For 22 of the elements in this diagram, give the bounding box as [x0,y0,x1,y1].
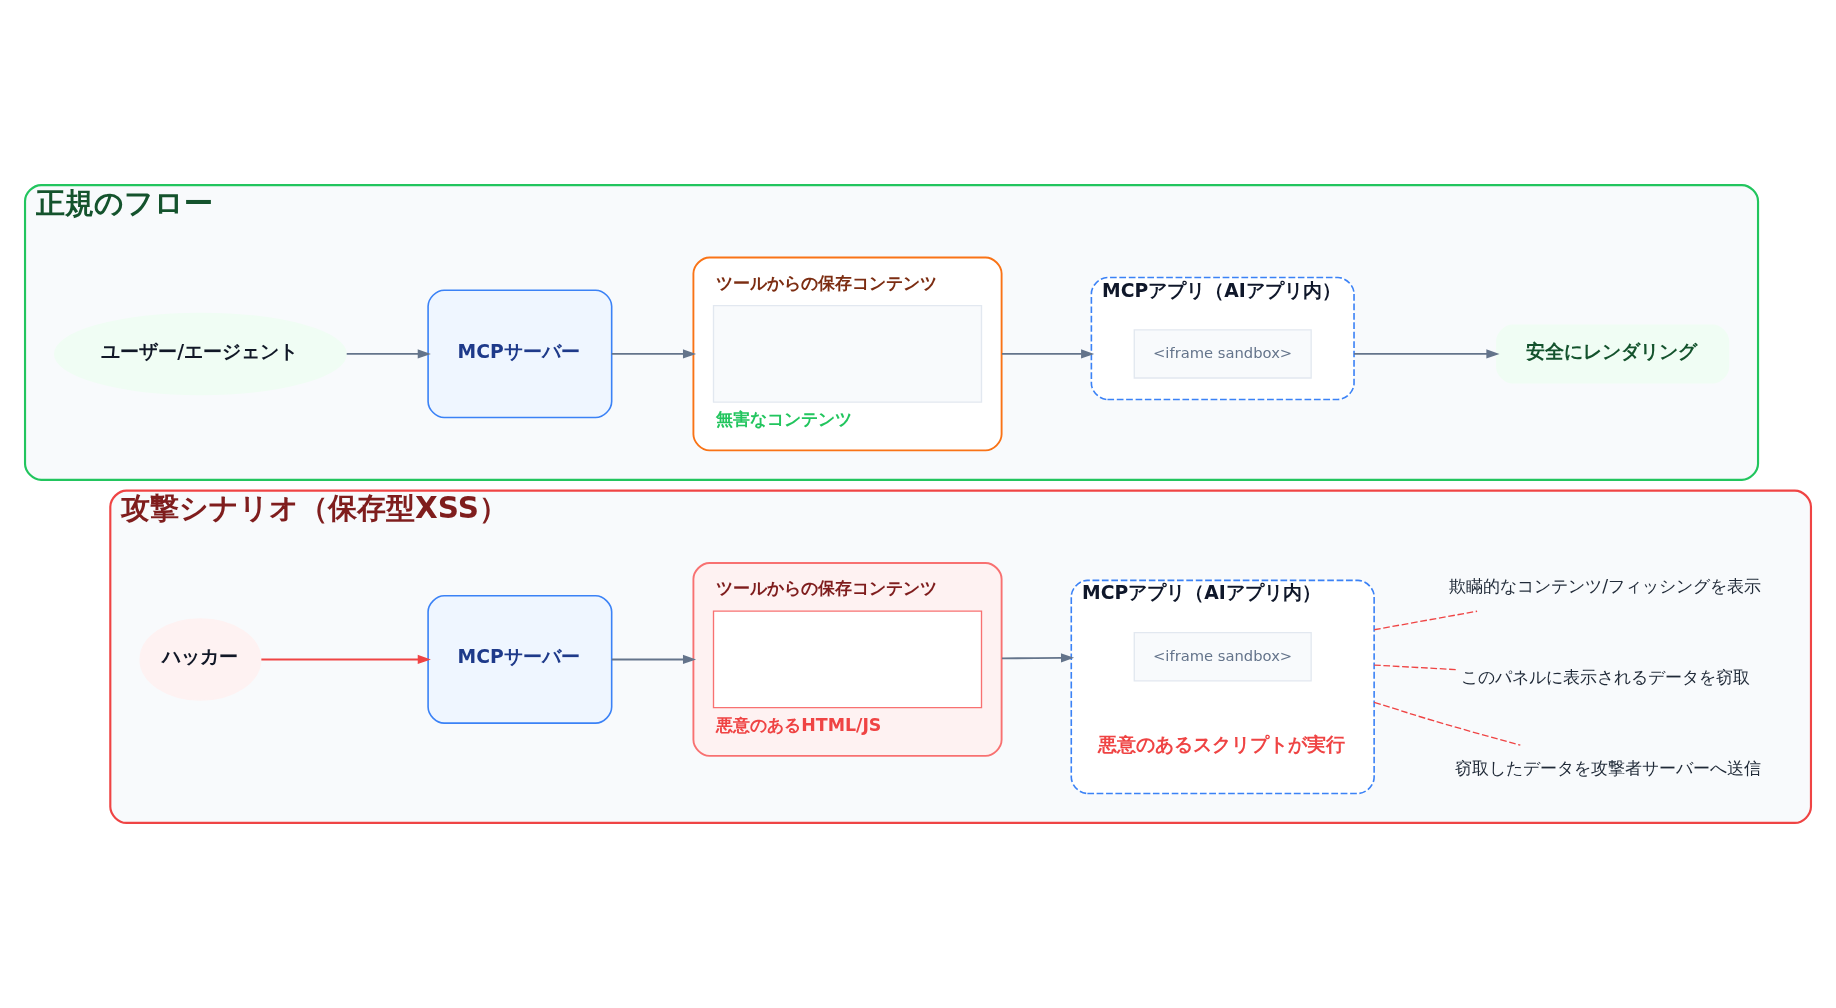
connector [1373,664,1457,671]
arrow [1001,653,1075,663]
arrow [1001,349,1095,359]
connector [1373,701,1521,746]
arrow [1353,349,1500,359]
node-text: 窃取したデータを攻撃者サーバーへ送信 [1454,757,1761,778]
node-text: 欺瞞的なコンテンツ/フィッシングを表示 [1449,575,1762,596]
arrow [610,349,697,359]
node-box: MCPサーバー [427,595,613,724]
node-box: ツールからの保存コンテンツ 無害なコンテンツ [692,256,1003,452]
node-ellipse: ユーザー/エージェント [53,312,347,396]
node-box: <iframe sandbox> [1133,631,1312,682]
node-box: <iframe sandbox> [1133,329,1312,379]
node-text: このパネルに表示されるデータを窃取 [1461,666,1751,687]
node-box: MCPサーバー [427,289,613,419]
node-box: ツールからの保存コンテンツ 悪意のあるHTML/JS [692,562,1003,757]
node-box: 安全にレンダリング [1496,324,1730,384]
arrow [610,654,697,665]
arrow [345,349,431,359]
node-ellipse: ハッカー [139,618,262,701]
connector [1373,610,1478,631]
arrow [260,654,431,665]
